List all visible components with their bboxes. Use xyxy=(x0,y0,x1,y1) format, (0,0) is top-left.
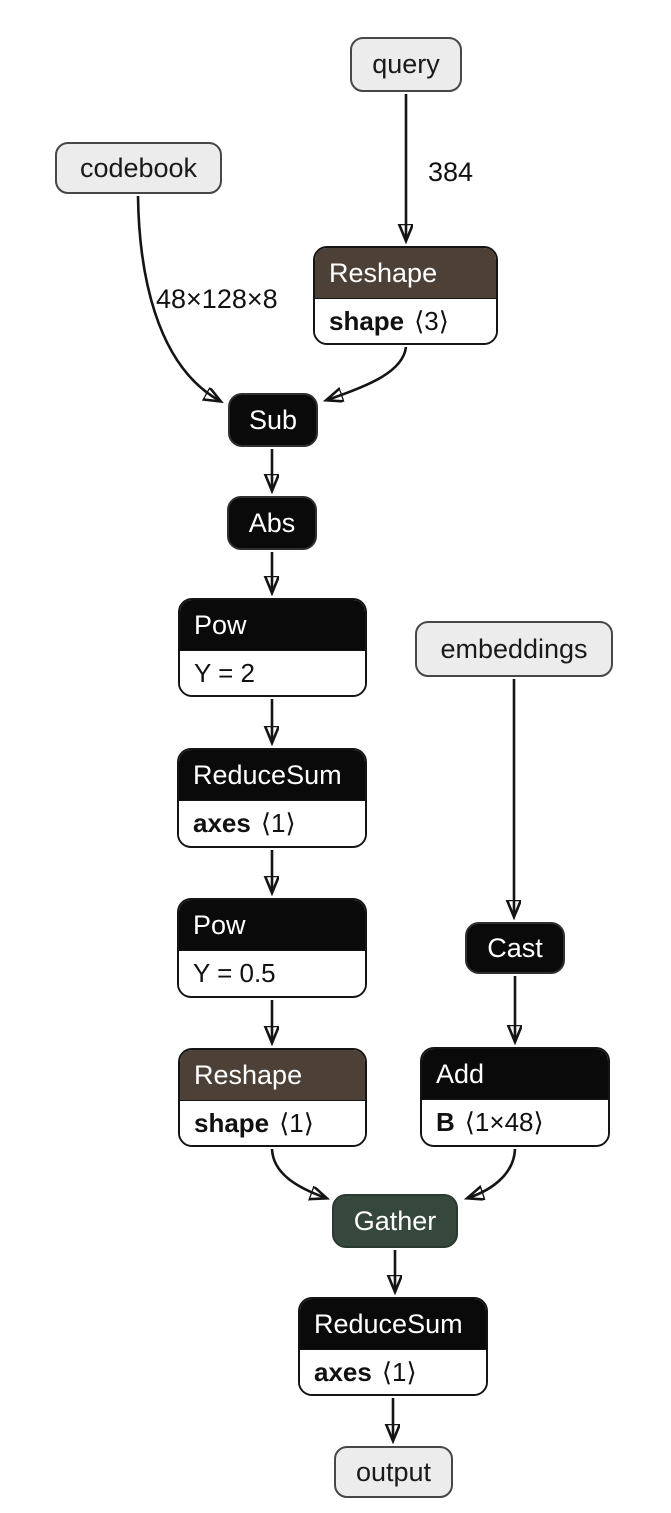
node-input-codebook-label: codebook xyxy=(79,152,198,183)
node-reshape-2-attrs: shape ⟨1⟩ xyxy=(180,1100,365,1145)
attr-name: shape xyxy=(329,305,405,336)
node-pow-2[interactable]: Pow Y = 0.5 xyxy=(177,898,367,998)
node-abs-label: Abs xyxy=(248,507,296,538)
node-reshape-1-attrs: shape ⟨3⟩ xyxy=(315,298,496,343)
attr-value: ⟨1×48⟩ xyxy=(464,1106,544,1137)
node-reducesum-2-title: ReduceSum xyxy=(300,1299,486,1349)
node-add-title: Add xyxy=(422,1049,608,1099)
node-reducesum-2-attrs: axes ⟨1⟩ xyxy=(300,1349,486,1394)
node-cast[interactable]: Cast xyxy=(465,922,565,974)
attr-name: B xyxy=(436,1106,455,1137)
node-add[interactable]: Add B ⟨1×48⟩ xyxy=(420,1047,610,1147)
attr-name: axes xyxy=(193,807,251,838)
node-reshape-2-title: Reshape xyxy=(180,1050,365,1100)
edge-add-to-gather xyxy=(468,1148,517,1198)
node-pow-2-attrs: Y = 0.5 xyxy=(179,950,365,995)
node-pow-1-attrs: Y = 2 xyxy=(180,650,365,695)
attr-value: ⟨1⟩ xyxy=(260,807,296,838)
node-input-query[interactable]: query xyxy=(350,37,462,92)
node-gather-label: Gather xyxy=(353,1205,437,1236)
attr-value: ⟨3⟩ xyxy=(414,305,449,336)
node-abs[interactable]: Abs xyxy=(227,496,317,550)
node-output[interactable]: output xyxy=(334,1446,453,1498)
attr-value: Y = 2 xyxy=(194,657,255,688)
attr-value: Y = 0.5 xyxy=(193,957,276,988)
node-reducesum-2[interactable]: ReduceSum axes ⟨1⟩ xyxy=(298,1297,488,1396)
node-sub-label: Sub xyxy=(248,404,298,435)
edge-label-codebook-shape: 48×128×8 xyxy=(156,284,278,314)
node-pow-1-title: Pow xyxy=(180,600,365,650)
attr-value: ⟨1⟩ xyxy=(279,1107,314,1138)
edge-reshape2-to-gather xyxy=(270,1148,326,1198)
node-input-query-label: query xyxy=(372,49,440,79)
node-output-label: output xyxy=(355,1456,432,1487)
node-input-codebook[interactable]: codebook xyxy=(55,142,222,194)
node-reshape-2[interactable]: Reshape shape ⟨1⟩ xyxy=(178,1048,367,1147)
node-cast-label: Cast xyxy=(487,932,543,963)
attr-value: ⟨1⟩ xyxy=(381,1356,417,1387)
attr-name: axes xyxy=(314,1356,372,1387)
node-reducesum-1-attrs: axes ⟨1⟩ xyxy=(179,800,365,845)
node-pow-1[interactable]: Pow Y = 2 xyxy=(178,598,367,697)
node-reshape-1-title: Reshape xyxy=(315,248,496,298)
edge-label-query-shape: 384 xyxy=(428,157,474,187)
node-reducesum-1-title: ReduceSum xyxy=(179,750,365,800)
node-reshape-1[interactable]: Reshape shape ⟨3⟩ xyxy=(313,246,498,345)
node-input-embeddings[interactable]: embeddings xyxy=(415,621,613,677)
node-pow-2-title: Pow xyxy=(179,900,365,950)
edge-reshape1-to-sub xyxy=(327,346,408,400)
edge-codebook-to-sub xyxy=(136,195,220,401)
attr-name: shape xyxy=(194,1107,270,1138)
node-sub[interactable]: Sub xyxy=(228,393,318,447)
node-reducesum-1[interactable]: ReduceSum axes ⟨1⟩ xyxy=(177,748,367,848)
node-gather[interactable]: Gather xyxy=(332,1194,458,1248)
node-add-attrs: B ⟨1×48⟩ xyxy=(422,1099,608,1144)
node-input-embeddings-label: embeddings xyxy=(440,633,588,664)
